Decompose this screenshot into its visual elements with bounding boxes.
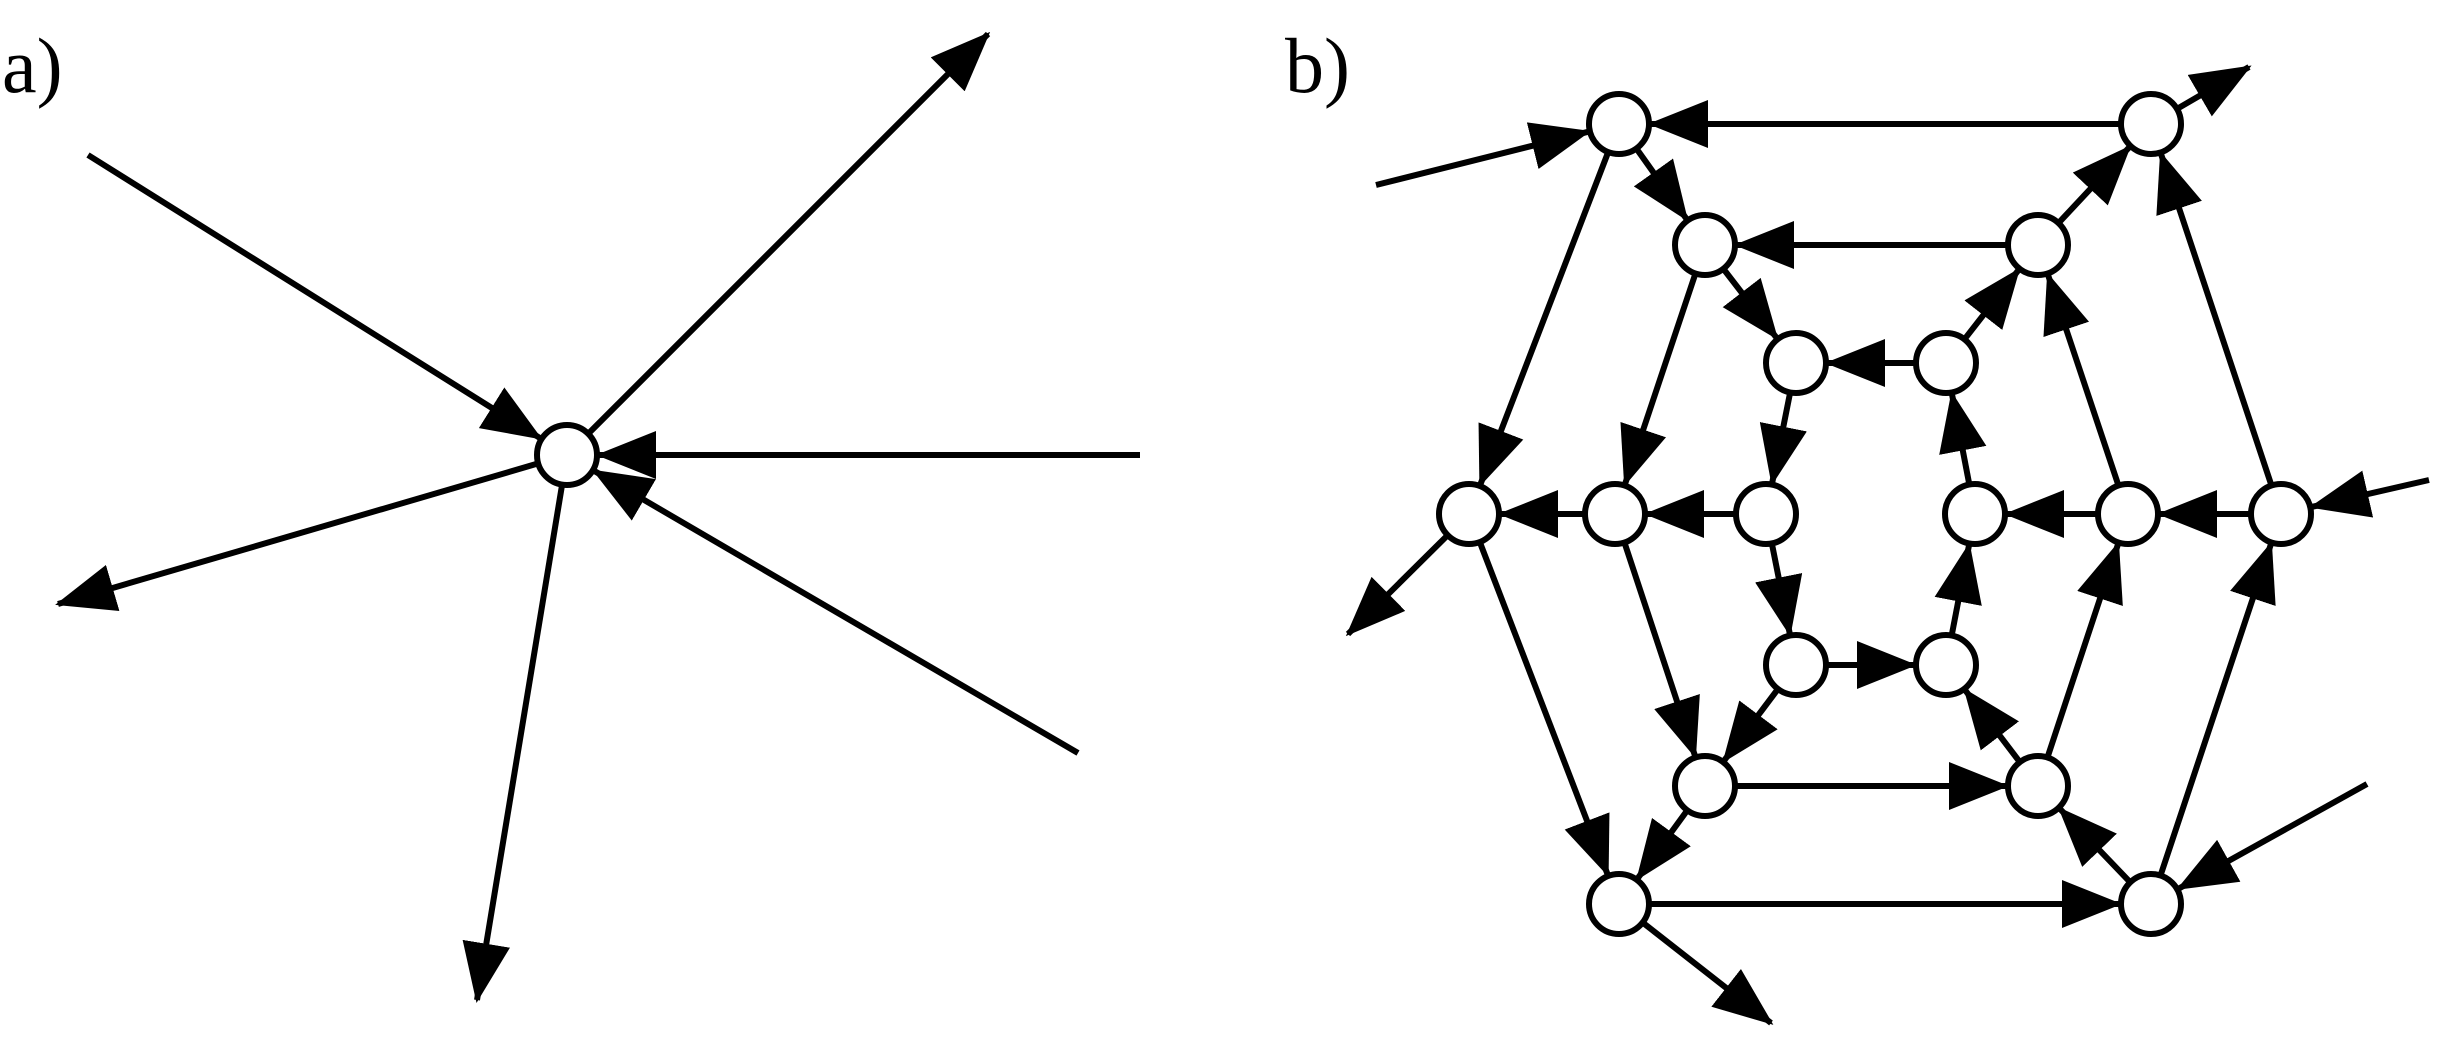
edge-o1-o6 [1477,150,1612,487]
panel-b-label: b) [1285,22,1350,109]
node-m6 [1582,481,1648,547]
panel-a-edges [55,31,1140,1003]
external-out-top-right [2175,64,2252,117]
external-in-top-left [1375,122,1591,188]
node-m3 [2095,481,2161,547]
edge-m2-o2 [2056,145,2132,226]
panel-b-hexagonal-network: b) [1285,22,2430,1026]
edge-i2-m2 [1962,267,2021,342]
edge-m3-m2 [2043,272,2122,487]
outgoing-edge-2 [55,460,540,612]
edge-i6-i5 [1755,542,1803,637]
external-in-right [2309,470,2430,518]
external-in-bottom-right [2176,781,2369,892]
panel-a-nodes [534,422,600,488]
node-i5 [1763,632,1829,698]
node-o6 [1436,481,1502,547]
external-out-left [1345,532,1450,637]
node-i1 [1763,330,1829,396]
panel-a-label: a) [2,22,63,109]
edge-o6-o5 [1476,540,1611,877]
outgoing-edge-3 [462,484,566,1003]
panel-b-edges [1345,64,2430,1026]
edge-o3-o2 [2156,151,2275,487]
node-m2 [2005,212,2071,278]
edge-i4-i3 [1934,542,1982,637]
node-o4 [2118,871,2184,937]
node-o5 [1586,871,1652,937]
node-i2 [1913,330,1979,396]
edge-i5-m5 [1721,687,1781,763]
node-o1 [1586,91,1652,157]
node-i6 [1733,481,1799,547]
edge-i3-i2 [1939,391,1987,486]
outgoing-edge-1 [586,31,991,436]
edge-m5-o5 [1635,808,1691,881]
edge-m4-i4 [1962,688,2023,764]
edge-i1-i6 [1759,391,1807,486]
incoming-edge-1 [86,152,543,441]
edge-m6-m5 [1621,541,1700,759]
edge-o4-m4 [2057,806,2133,885]
edge-m4-m3 [2044,541,2123,759]
center-node [534,422,600,488]
node-o2 [2118,91,2184,157]
panel-a-star-node: a) [2,22,1140,1003]
node-i4 [1913,632,1979,698]
panel-b-nodes [1436,91,2314,937]
node-m1 [1672,212,1738,278]
edge-o1-m1 [1633,146,1689,222]
edge-o4-o3 [2157,541,2276,877]
incoming-edge-3 [592,468,1080,756]
node-m4 [2005,753,2071,819]
node-m5 [1672,753,1738,819]
external-out-bottom [1640,920,1774,1026]
edge-m1-i1 [1720,266,1779,341]
node-i3 [1942,481,2008,547]
edge-m1-m6 [1620,272,1699,487]
node-o3 [2248,481,2314,547]
